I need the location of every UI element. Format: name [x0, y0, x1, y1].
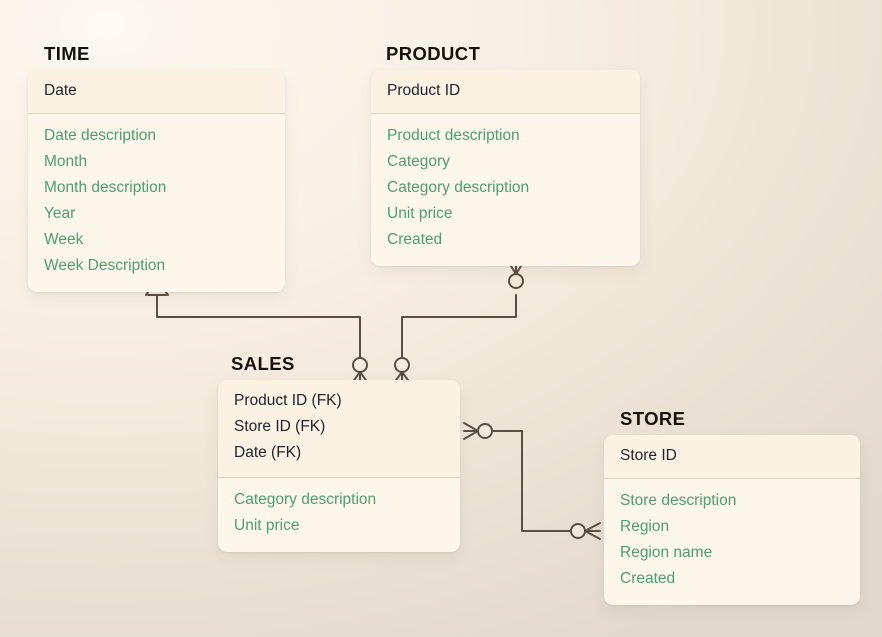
entity-title-product: PRODUCT	[386, 43, 481, 64]
field-attribute: Region name	[620, 543, 713, 561]
entity-title-sales: SALES	[231, 353, 295, 374]
field-attribute: Week	[44, 230, 84, 248]
field-attribute: Category description	[387, 178, 530, 196]
edge-sales-store	[463, 422, 601, 540]
field-attribute: Category	[387, 152, 450, 170]
field-attribute: Created	[620, 569, 676, 587]
field-attribute: Region	[620, 517, 670, 535]
entity-card-store: Store ID Store description Region Region…	[604, 434, 860, 605]
field-attribute: Unit price	[387, 204, 453, 222]
entity-card-product: Product ID Product description Category …	[371, 69, 640, 266]
cardinality-zero-or-many-sales-store	[463, 422, 493, 440]
field-attribute: Month	[44, 152, 88, 170]
cardinality-zero-or-many-store	[570, 522, 601, 540]
field-attribute: Year	[44, 204, 76, 222]
entity-attributes-time: Date description Month Month description…	[28, 114, 285, 292]
field-key: Product ID	[387, 81, 461, 99]
entity-title-store: STORE	[620, 408, 686, 429]
field-attribute: Store description	[620, 491, 737, 509]
field-key: Product ID (FK)	[234, 391, 342, 409]
field-key: Store ID (FK)	[234, 417, 326, 435]
field-attribute: Unit price	[234, 516, 300, 534]
entity-keys-store: Store ID	[604, 434, 860, 479]
field-attribute: Month description	[44, 178, 167, 196]
entity-store[interactable]: STORE Store ID Store description Region …	[604, 408, 860, 605]
entity-card-time: Date Date description Month Month descri…	[28, 69, 285, 292]
entity-time[interactable]: TIME Date Date description Month Month d…	[28, 43, 285, 292]
field-attribute: Date description	[44, 126, 157, 144]
field-key: Date (FK)	[234, 443, 302, 461]
entity-attributes-sales: Category description Unit price	[218, 476, 460, 552]
entity-sales[interactable]: SALES Product ID (FK) Store ID (FK) Date…	[218, 353, 460, 552]
entity-keys-sales: Product ID (FK) Store ID (FK) Date (FK)	[218, 379, 460, 477]
field-attribute: Created	[387, 230, 443, 248]
field-attribute: Category description	[234, 490, 377, 508]
entity-card-sales: Product ID (FK) Store ID (FK) Date (FK) …	[218, 379, 460, 552]
entity-keys-product: Product ID	[371, 69, 640, 114]
entity-attributes-store: Store description Region Region name Cre…	[604, 479, 860, 605]
field-attribute: Week Description	[44, 256, 166, 274]
entity-attributes-product: Product description Category Category de…	[371, 114, 640, 266]
entity-title-time: TIME	[44, 43, 90, 64]
field-key: Date	[44, 81, 77, 99]
field-key: Store ID	[620, 446, 677, 464]
field-attribute: Product description	[387, 126, 520, 144]
entity-keys-time: Date	[28, 69, 285, 114]
entity-product[interactable]: PRODUCT Product ID Product description C…	[371, 43, 640, 266]
